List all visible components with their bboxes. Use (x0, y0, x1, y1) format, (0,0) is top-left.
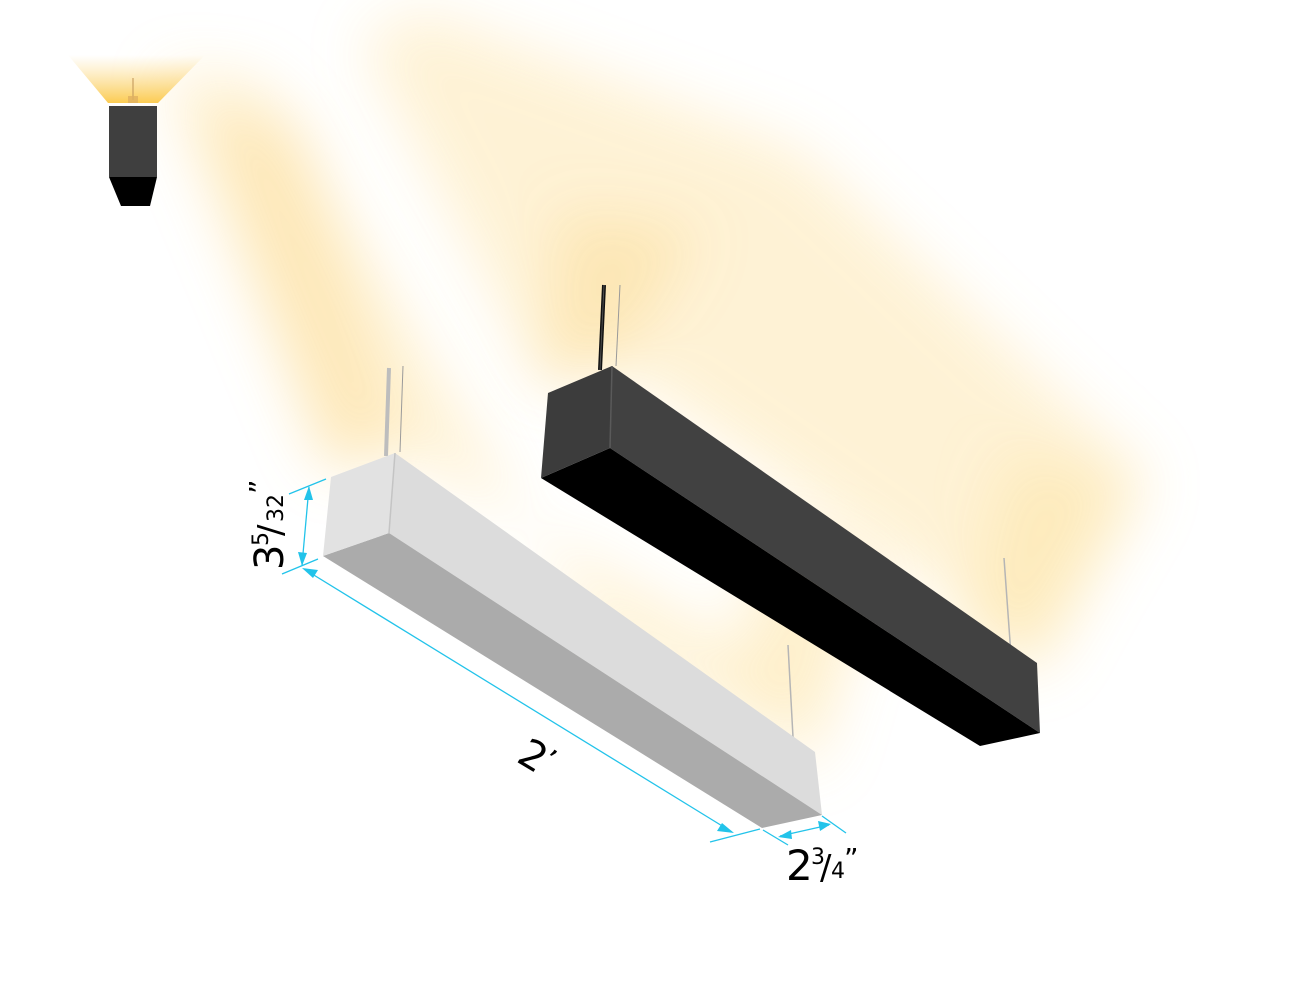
white-fixture-cable-far (787, 644, 794, 738)
white-fixture-power-cord (384, 367, 391, 457)
length-arrow-start (302, 568, 318, 578)
width-extension-right (821, 815, 847, 834)
white-fixture-cable (399, 365, 404, 453)
black-fixture-side (610, 366, 1040, 733)
white-fixture-bottom (323, 533, 822, 828)
width-extension-left (762, 829, 789, 846)
black-fixture-bottom (541, 448, 1040, 746)
black-fixture-glow (360, 10, 1150, 670)
dimension-lines (281, 478, 847, 846)
width-denominator: 4 (831, 859, 845, 884)
length-dimension-line (303, 568, 733, 833)
black-fixture-cable (615, 284, 621, 367)
width-whole: 2 (786, 841, 813, 890)
height-arrow-top (304, 486, 313, 500)
height-label: 3 5 / 32 ” (243, 479, 293, 570)
icon-body (109, 106, 157, 177)
height-extension-bottom (281, 558, 319, 575)
height-unit: ” (243, 479, 276, 494)
up-light-icon (68, 55, 205, 206)
length-label: 2 ’ (510, 730, 562, 783)
icon-lens (109, 177, 157, 206)
width-unit: ” (844, 842, 859, 875)
height-extension-top (288, 478, 327, 495)
width-numerator: 3 (811, 845, 825, 870)
height-fraction-slash: / (251, 524, 291, 536)
width-fraction-slash: / (820, 848, 832, 888)
width-label: 2 3 / 4 ” (786, 841, 859, 890)
icon-light-beam (68, 55, 205, 103)
length-extension-end (709, 828, 761, 843)
black-fixture-cable-far (1003, 557, 1012, 656)
height-whole: 3 (247, 545, 293, 570)
black-fixture (541, 284, 1040, 746)
black-fixture-end-cap (541, 366, 612, 478)
white-fixture-end-cap (323, 453, 395, 556)
width-arrow-right (818, 821, 831, 831)
height-denominator: 32 (264, 494, 289, 522)
height-arrow-bottom (298, 552, 307, 566)
width-arrow-left (778, 830, 792, 839)
height-numerator: 5 (249, 532, 274, 546)
length-arrow-end (717, 823, 734, 833)
white-fixture-side (389, 453, 822, 815)
white-fixture (323, 365, 822, 828)
